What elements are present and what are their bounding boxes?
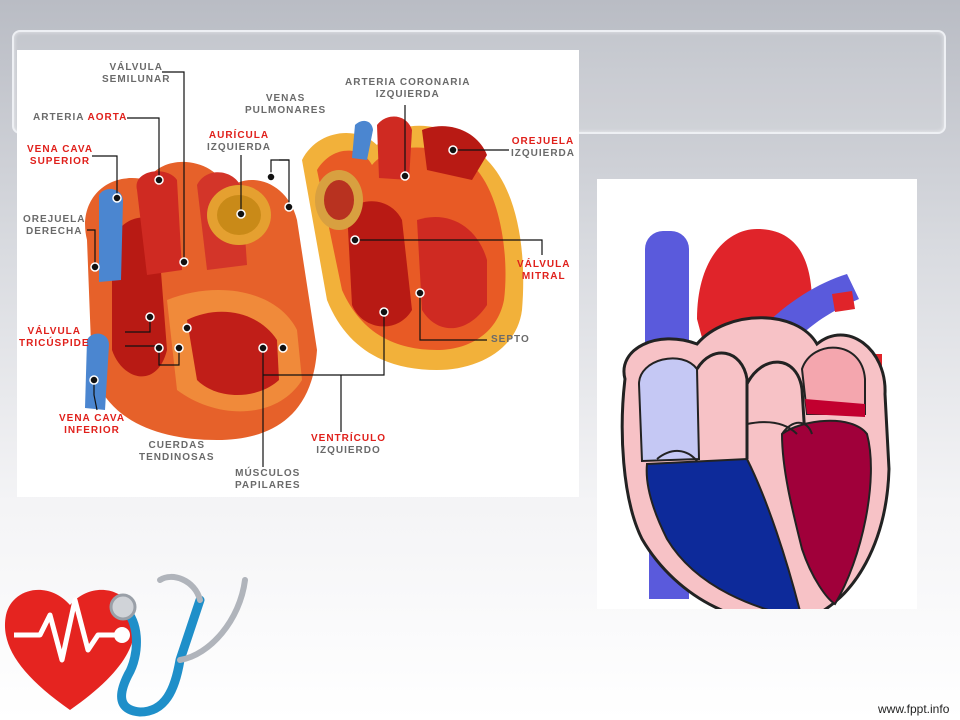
simple-heart-diagram [597,179,917,624]
left-ventricle-shape [780,419,872,606]
leader-dots [89,145,458,385]
heart-cross-section-illustration [85,71,543,467]
heart-icon [4,589,136,710]
ecg-line-icon [14,597,118,663]
heart-stethoscope-logo [4,573,248,717]
label-septo: SEPTO [491,334,530,345]
label-arteria-aorta: ARTERIA AORTA [33,112,128,123]
footer-url: www.fppt.info [878,702,950,716]
vena-cava-superior-shape [99,188,123,282]
stethoscope-icon [117,595,205,717]
leader-lines [87,71,543,467]
right-ventricle-shape [645,457,804,621]
simple-heart-illustration [620,229,891,624]
vena-cava-inferior-shape [85,333,109,410]
